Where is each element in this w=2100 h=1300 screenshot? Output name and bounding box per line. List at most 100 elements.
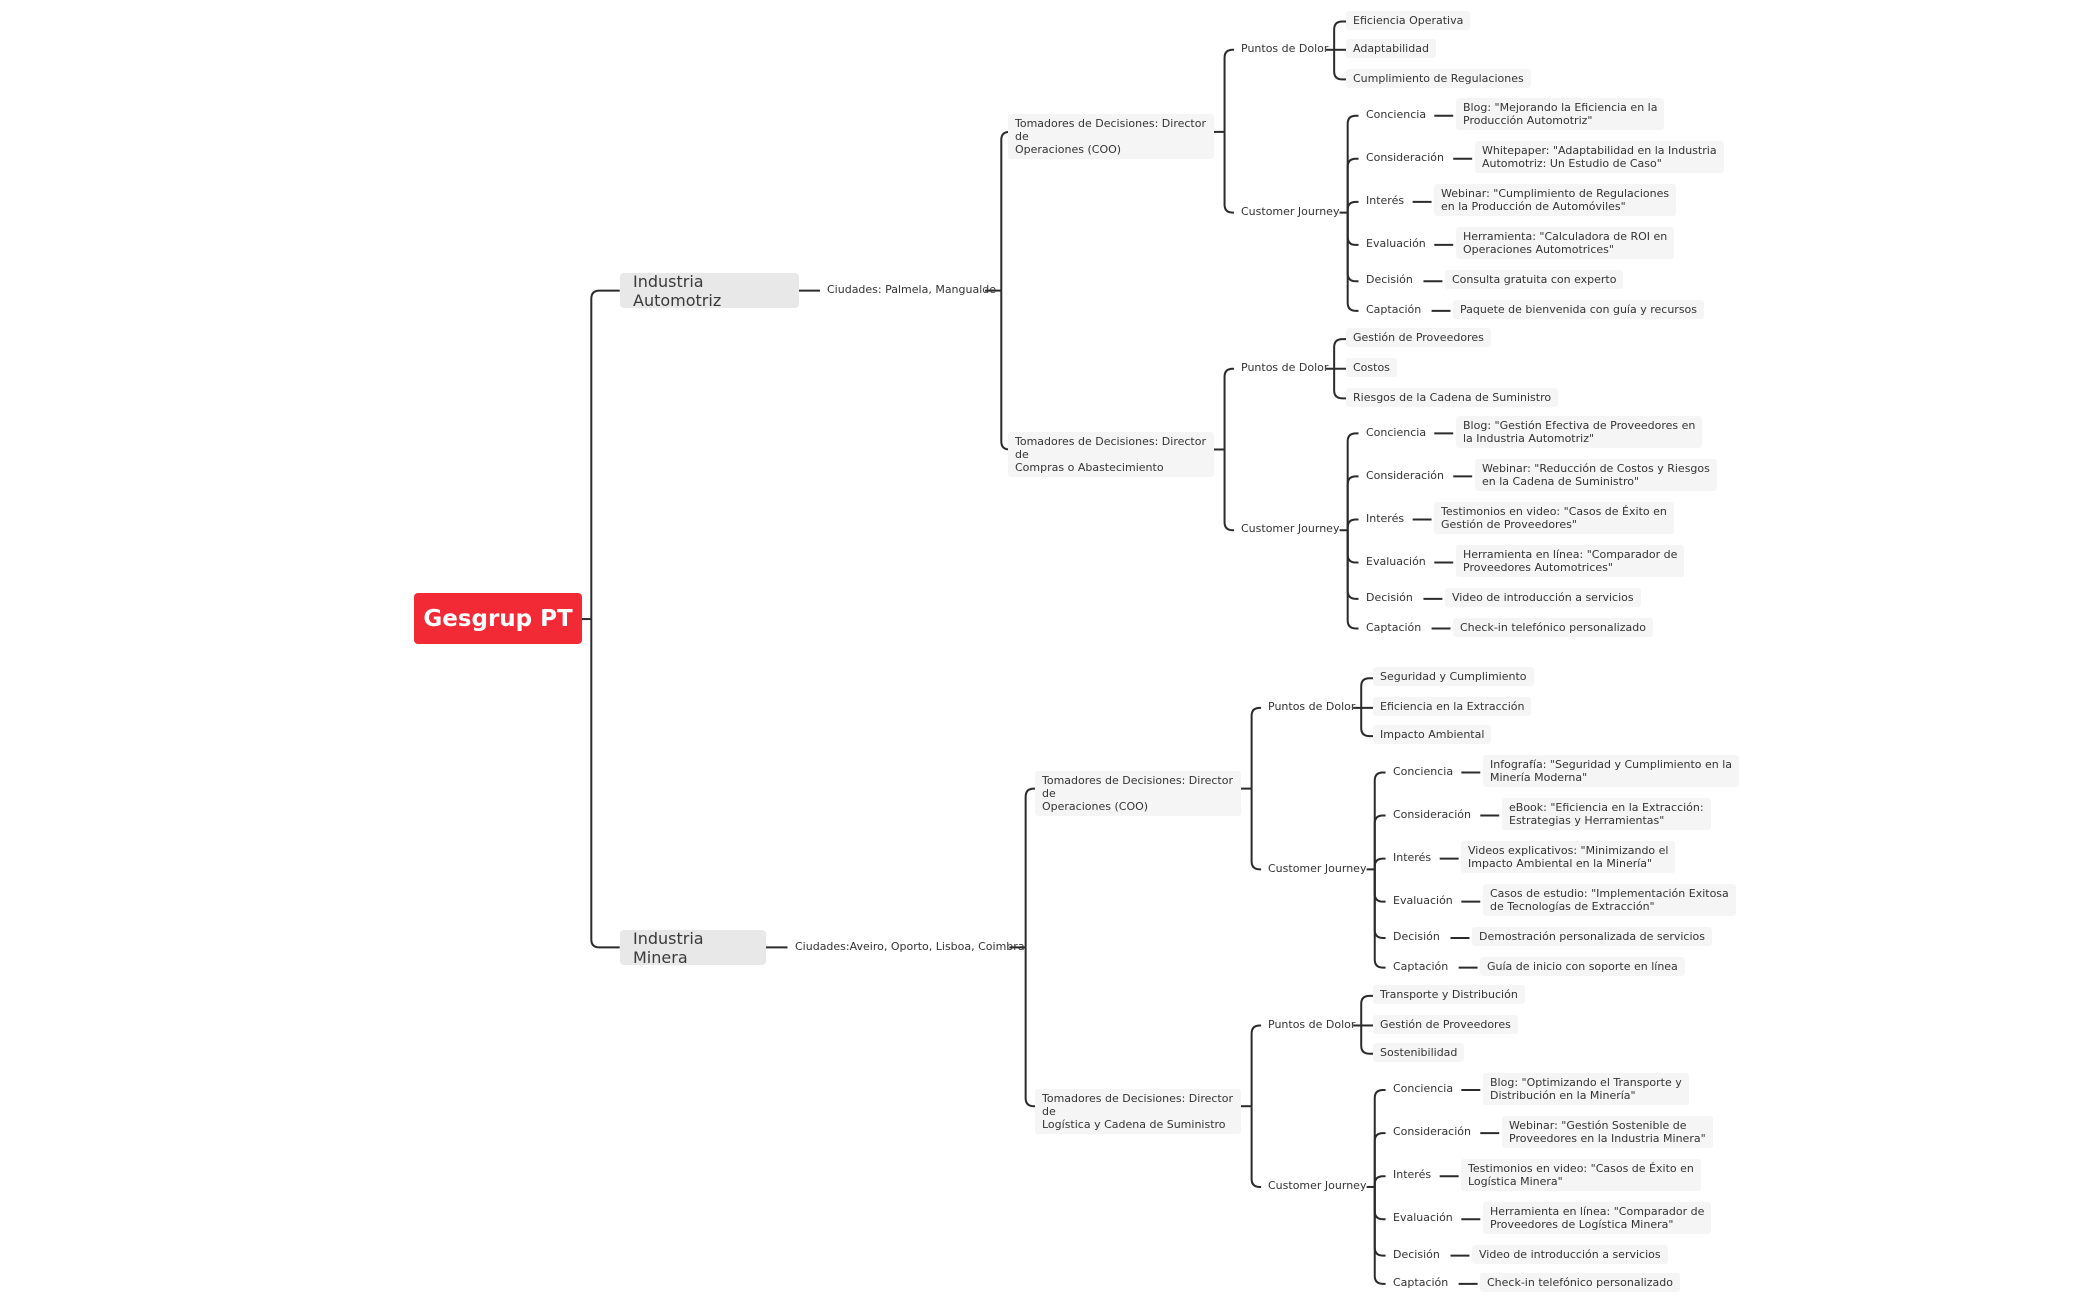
connector-line <box>1333 49 1347 81</box>
connector-line <box>1373 1186 1386 1285</box>
journey-content[interactable]: Guía de inicio con soporte en línea <box>1480 957 1685 976</box>
pain-point-item[interactable]: Eficiencia Operativa <box>1346 11 1471 30</box>
pain-point-item[interactable]: Gestión de Proveedores <box>1346 328 1491 347</box>
root-node[interactable]: Gesgrup PT <box>414 593 582 644</box>
industry-node[interactable]: Industria Minera <box>620 929 766 967</box>
journey-stage-interés[interactable]: Interés <box>1393 1168 1432 1181</box>
pain-point-item[interactable]: Sostenibilidad <box>1373 1043 1465 1062</box>
journey-content[interactable]: Testimonios en video: "Casos de Éxito en… <box>1461 1159 1701 1191</box>
journey-content[interactable]: Blog: "Gestión Efectiva de Proveedores e… <box>1456 416 1703 448</box>
journey-content[interactable]: Testimonios en video: "Casos de Éxito en… <box>1434 502 1674 534</box>
connector-line <box>590 289 620 620</box>
connector-line <box>1346 200 1359 213</box>
journey-stage-evaluación[interactable]: Evaluación <box>1366 237 1426 250</box>
journey-content[interactable]: Videos explicativos: "Minimizando el Imp… <box>1461 841 1676 873</box>
journey-content[interactable]: Whitepaper: "Adaptabilidad en la Industr… <box>1475 141 1724 173</box>
journey-stage-evaluación[interactable]: Evaluación <box>1366 555 1426 568</box>
journey-content[interactable]: Herramienta en línea: "Comparador de Pro… <box>1483 1202 1712 1234</box>
connector-line <box>1373 814 1386 870</box>
journey-stage-decisión[interactable]: Decisión <box>1393 1248 1440 1261</box>
pain-point-item[interactable]: Impacto Ambiental <box>1373 725 1492 744</box>
decision-maker-node[interactable]: Tomadores de Decisiones: Director de Log… <box>1035 1089 1241 1134</box>
cities-node[interactable]: Ciudades:Aveiro, Oporto, Lisboa, Coimbra <box>795 940 1025 953</box>
pain-point-item[interactable]: Transporte y Distribución <box>1373 985 1525 1004</box>
connector-line <box>1223 367 1235 450</box>
connector-line <box>1024 787 1036 948</box>
journey-content[interactable]: Check-in telefónico personalizado <box>1480 1273 1680 1292</box>
connector-line <box>1373 1175 1386 1187</box>
journey-stage-captación[interactable]: Captación <box>1393 1276 1449 1289</box>
journey-content[interactable]: Demostración personalizada de servicios <box>1472 927 1712 946</box>
journey-content[interactable]: Consulta gratuita con experto <box>1445 270 1624 289</box>
connector-line <box>1373 1186 1386 1221</box>
pain-points-node[interactable]: Puntos de Dolor <box>1268 1018 1356 1031</box>
journey-stage-decisión[interactable]: Decisión <box>1366 591 1413 604</box>
pain-point-item[interactable]: Costos <box>1346 358 1397 377</box>
pain-point-item[interactable]: Cumplimiento de Regulaciones <box>1346 69 1531 88</box>
journey-content[interactable]: Paquete de bienvenida con guía y recurso… <box>1453 300 1705 319</box>
pain-point-item[interactable]: Adaptabilidad <box>1346 39 1436 58</box>
journey-stage-consideración[interactable]: Consideración <box>1393 808 1471 821</box>
journey-stage-decisión[interactable]: Decisión <box>1393 930 1440 943</box>
customer-journey-node[interactable]: Customer Journey <box>1268 1179 1367 1192</box>
journey-content[interactable]: Webinar: "Cumplimiento de Regulaciones e… <box>1434 184 1677 216</box>
journey-stage-decisión[interactable]: Decisión <box>1366 273 1413 286</box>
journey-stage-conciencia[interactable]: Conciencia <box>1393 765 1454 778</box>
connector-line <box>1333 338 1347 369</box>
journey-stage-captación[interactable]: Captación <box>1366 621 1422 634</box>
journey-content[interactable]: Herramienta en línea: "Comparador de Pro… <box>1456 545 1685 577</box>
pain-point-item[interactable]: Gestión de Proveedores <box>1373 1015 1518 1034</box>
customer-journey-node[interactable]: Customer Journey <box>1268 862 1367 875</box>
decision-maker-node[interactable]: Tomadores de Decisiones: Director de Ope… <box>1008 114 1214 159</box>
connector-line <box>590 619 620 949</box>
journey-content[interactable]: Casos de estudio: "Implementación Exitos… <box>1483 884 1736 916</box>
journey-content[interactable]: Infografía: "Seguridad y Cumplimiento en… <box>1483 755 1740 787</box>
journey-content[interactable]: Check-in telefónico personalizado <box>1453 618 1653 637</box>
journey-stage-consideración[interactable]: Consideración <box>1393 1125 1471 1138</box>
connector-line <box>1346 530 1359 564</box>
connector-line <box>1250 1024 1262 1107</box>
journey-content[interactable]: Webinar: "Reducción de Costos y Riesgos … <box>1475 459 1717 491</box>
customer-journey-node[interactable]: Customer Journey <box>1241 522 1340 535</box>
journey-content[interactable]: Herramienta: "Calculadora de ROI en Oper… <box>1456 227 1675 259</box>
journey-stage-consideración[interactable]: Consideración <box>1366 151 1444 164</box>
connector-line <box>1333 368 1347 400</box>
journey-stage-conciencia[interactable]: Conciencia <box>1366 426 1427 439</box>
cities-node[interactable]: Ciudades: Palmela, Mangualde <box>827 283 997 296</box>
journey-stage-interés[interactable]: Interés <box>1393 851 1432 864</box>
pain-point-item[interactable]: Riesgos de la Cadena de Suministro <box>1346 388 1559 407</box>
decision-maker-node[interactable]: Tomadores de Decisiones: Director de Com… <box>1008 432 1214 477</box>
connector-line <box>1250 706 1262 789</box>
journey-stage-evaluación[interactable]: Evaluación <box>1393 1211 1453 1224</box>
journey-content[interactable]: Webinar: "Gestión Sostenible de Proveedo… <box>1502 1116 1713 1148</box>
journey-stage-conciencia[interactable]: Conciencia <box>1366 108 1427 121</box>
connector-line <box>1250 788 1262 871</box>
customer-journey-node[interactable]: Customer Journey <box>1241 205 1340 218</box>
journey-stage-captación[interactable]: Captación <box>1366 303 1422 316</box>
journey-stage-interés[interactable]: Interés <box>1366 194 1405 207</box>
pain-points-node[interactable]: Puntos de Dolor <box>1241 42 1329 55</box>
industry-node[interactable]: Industria Automotriz <box>620 272 799 310</box>
journey-content[interactable]: Video de introducción a servicios <box>1472 1245 1668 1264</box>
pain-points-node[interactable]: Puntos de Dolor <box>1268 700 1356 713</box>
journey-stage-captación[interactable]: Captación <box>1393 960 1449 973</box>
pain-points-node[interactable]: Puntos de Dolor <box>1241 361 1329 374</box>
journey-stage-consideración[interactable]: Consideración <box>1366 469 1444 482</box>
journey-content[interactable]: Video de introducción a servicios <box>1445 588 1641 607</box>
journey-content[interactable]: Blog: "Mejorando la Eficiencia en la Pro… <box>1456 98 1665 130</box>
connector-line <box>1346 212 1359 312</box>
connector-line <box>1346 212 1359 246</box>
connector-line <box>1360 1025 1374 1055</box>
journey-stage-interés[interactable]: Interés <box>1366 512 1405 525</box>
pain-point-item[interactable]: Eficiencia en la Extracción <box>1373 697 1532 716</box>
journey-stage-conciencia[interactable]: Conciencia <box>1393 1082 1454 1095</box>
decision-maker-node[interactable]: Tomadores de Decisiones: Director de Ope… <box>1035 771 1241 816</box>
connector-line <box>1373 1186 1386 1257</box>
connector-line <box>1223 48 1235 132</box>
pain-point-item[interactable]: Seguridad y Cumplimiento <box>1373 667 1534 686</box>
journey-content[interactable]: Blog: "Optimizando el Transporte y Distr… <box>1483 1073 1689 1105</box>
journey-stage-evaluación[interactable]: Evaluación <box>1393 894 1453 907</box>
journey-content[interactable]: eBook: "Eficiencia en la Extracción: Est… <box>1502 798 1711 830</box>
connector-line <box>1346 530 1359 630</box>
connector-line <box>1373 1089 1386 1187</box>
